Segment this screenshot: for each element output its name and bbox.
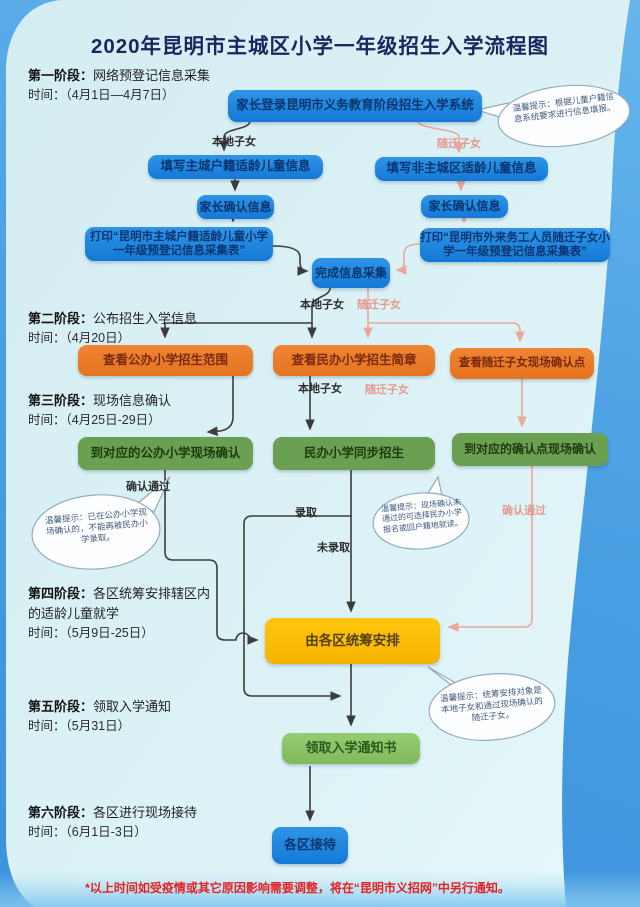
speech-bubble-tip1	[474, 84, 631, 148]
node-view-public-range: 查看公办小学招生范围	[78, 345, 253, 376]
stage-2-time: 时间：（4月20日）	[28, 331, 131, 346]
footer-note: *以上时间如受疫情或其它原因影响需要调整，将在“昆明市义招网”中另行通知。	[85, 881, 510, 895]
stage-3-name: 第三阶段：	[28, 393, 94, 408]
edge-label-migrant-2: 随迁子女	[357, 299, 401, 311]
speech-bubble-tip2	[31, 476, 171, 570]
node-private-sync-enroll: 民办小学同步招生	[273, 437, 435, 470]
node-get-admission-notice: 领取入学通知书	[282, 733, 420, 764]
node-print-migrant-form: 打印“昆明市外来务工人员随迁子女小学一年级预登记信息采集表”	[420, 228, 610, 262]
stage-3-desc: 现场信息确认	[93, 393, 172, 408]
stage-6-label: 第六阶段：各区进行现场接待 时间：（6月1日-3日）	[28, 803, 197, 843]
node-complete-collection: 完成信息采集	[312, 258, 390, 288]
flow-connectors-local	[160, 120, 356, 822]
stage-1-time: 时间：（4月1日—4月7日）	[28, 88, 175, 103]
stage-1-desc: 网络预登记信息采集	[93, 68, 211, 83]
node-print-local-form: 打印“昆明市主城户籍适龄儿童小学一年级预登记信息采集表”	[85, 227, 273, 261]
edge-label-local-3: 本地子女	[298, 383, 342, 395]
edge-label-local-1: 本地子女	[212, 136, 256, 148]
stage-6-desc: 各区进行现场接待	[93, 805, 198, 820]
stage-5-time: 时间：（5月31日）	[28, 719, 131, 734]
speech-bubble-tip4	[427, 666, 556, 741]
edge-label-migrant-3: 随迁子女	[365, 384, 409, 396]
edge-label-admitted: 录取	[295, 507, 317, 519]
stage-6-time: 时间：（6月1日-3日）	[28, 825, 147, 840]
node-point-onsite-confirm: 到对应的确认点现场确认	[452, 433, 608, 466]
node-public-onsite-confirm: 到对应的公办小学现场确认	[78, 437, 253, 470]
node-district-coordinate: 由各区统筹安排	[265, 618, 440, 664]
stage-4-desc: 各区统筹安排辖区内的适龄儿童就学	[28, 586, 211, 622]
speech-bubbles	[31, 84, 631, 741]
stage-5-label: 第五阶段：领取入学通知 时间：（5月31日）	[28, 697, 171, 737]
page-title: 2020年昆明市主城区小学一年级招生入学流程图	[90, 35, 550, 58]
stage-1-label: 第一阶段：网络预登记信息采集 时间：（4月1日—4月7日）	[28, 66, 210, 106]
flow-connectors-migrant	[363, 120, 533, 632]
edge-label-confirm-pass-public: 确认通过	[126, 481, 170, 493]
stage-6-name: 第六阶段：	[28, 805, 94, 820]
edge-label-migrant-1: 随迁子女	[437, 138, 481, 150]
speech-bubble-tip3	[372, 475, 470, 550]
node-confirm-info-local: 家长确认信息	[197, 195, 274, 219]
node-fill-nonlocal-info: 填写非主城区适龄儿童信息	[375, 157, 548, 181]
bottom-glow-strip	[0, 872, 640, 907]
stage-2-desc: 公布招生入学信息	[93, 311, 198, 326]
stage-4-time: 时间：（5月9日-25日）	[28, 626, 154, 641]
stage-1-name: 第一阶段：	[28, 68, 94, 83]
node-view-migrant-points: 查看随迁子女现场确认点	[450, 348, 594, 379]
stage-5-desc: 领取入学通知	[93, 699, 172, 714]
node-district-reception: 各区接待	[272, 827, 348, 864]
stage-3-label: 第三阶段：现场信息确认 时间：（4月25日-29日）	[28, 391, 171, 431]
node-fill-local-info: 填写主城户籍适龄儿童信息	[148, 155, 323, 179]
node-parent-login: 家长登录昆明市义务教育阶段招生入学系统	[228, 90, 482, 122]
stage-2-label: 第二阶段：公布招生入学信息 时间：（4月20日）	[28, 309, 197, 349]
stage-4-label: 第四阶段：各区统筹安排辖区内的适龄儿童就学 时间：（5月9日-25日）	[28, 584, 212, 644]
stage-5-name: 第五阶段：	[28, 699, 94, 714]
stage-4-name: 第四阶段：	[28, 586, 94, 601]
node-view-private-guide: 查看民办小学招生简章	[273, 345, 435, 376]
edge-label-local-2: 本地子女	[300, 299, 344, 311]
stage-2-name: 第二阶段：	[28, 311, 94, 326]
stage-3-time: 时间：（4月25日-29日）	[28, 413, 161, 428]
edge-label-not-admitted: 未录取	[317, 542, 350, 554]
edge-label-confirm-pass-migrant: 确认通过	[502, 505, 546, 517]
node-confirm-info-nonlocal: 家长确认信息	[421, 195, 508, 218]
